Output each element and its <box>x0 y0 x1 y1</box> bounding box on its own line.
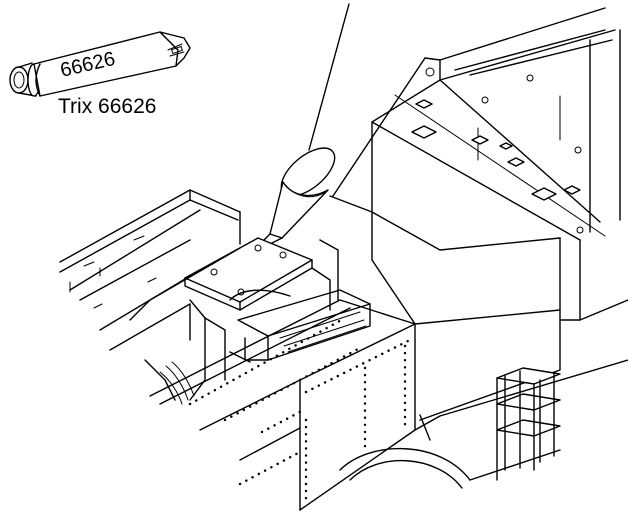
step-bracket <box>496 367 561 481</box>
wheel <box>339 414 471 489</box>
left-chassis <box>59 189 241 351</box>
lower-rail <box>439 359 628 481</box>
grease-tube-icon: 66626 <box>9 31 191 97</box>
upper-chassis <box>371 7 621 241</box>
front-frame <box>144 299 441 511</box>
tube-caption: Trix 66626 <box>58 95 156 118</box>
motor-housing <box>189 239 371 401</box>
applicator-tube-icon <box>261 3 426 246</box>
lubrication-plate <box>184 237 313 311</box>
rear-housing <box>329 195 628 431</box>
